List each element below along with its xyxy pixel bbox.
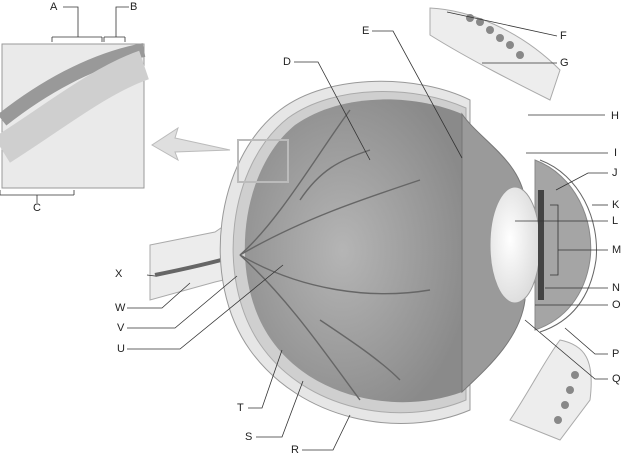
label-q: Q: [612, 373, 621, 385]
label-r: R: [291, 444, 299, 456]
label-t: T: [237, 402, 244, 414]
label-x: X: [115, 268, 123, 280]
label-s: S: [245, 431, 253, 443]
leader-lines: [0, 6, 608, 451]
label-m: M: [612, 244, 622, 256]
label-b: B: [130, 1, 138, 13]
label-d: D: [283, 56, 291, 68]
lower-eyelid: [509, 339, 592, 441]
label-o: O: [612, 299, 621, 311]
label-j: J: [612, 167, 618, 179]
label-p: P: [612, 348, 620, 360]
label-k: K: [612, 199, 620, 211]
label-a: A: [50, 1, 58, 13]
label-n: N: [612, 282, 620, 294]
label-v: V: [117, 322, 125, 334]
label-g: G: [560, 57, 569, 69]
upper-eyelid: [429, 7, 561, 101]
label-l: L: [612, 215, 619, 227]
label-i: I: [614, 147, 618, 159]
retina-inset: [0, 43, 289, 189]
eyeball: [219, 80, 598, 424]
label-w: W: [115, 302, 126, 314]
label-u: U: [117, 343, 125, 355]
label-f: F: [560, 30, 567, 42]
label-c: C: [33, 202, 41, 214]
label-e: E: [362, 25, 370, 37]
label-h: H: [611, 110, 619, 122]
